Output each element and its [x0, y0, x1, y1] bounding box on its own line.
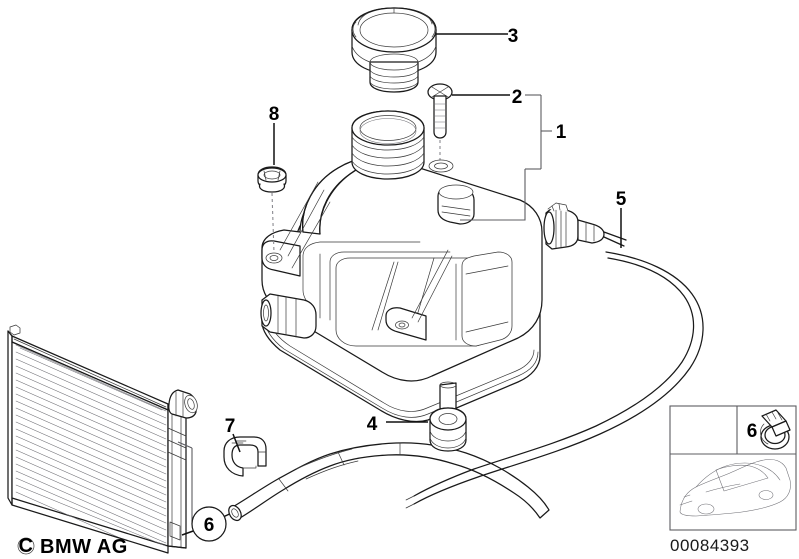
callout-label-1: 1: [556, 122, 567, 143]
callout-numbers: 3 2 1 8 5 7 4 6: [191, 26, 627, 542]
radiator: [7, 324, 198, 554]
callout-label-7: 7: [225, 416, 236, 437]
expansion-tank: [260, 155, 543, 423]
hose-clamp-detail-icon: [760, 409, 791, 450]
callout-label-4: 4: [367, 414, 378, 435]
retaining-clip: [223, 436, 267, 477]
part-number-label: 00084393: [670, 536, 750, 555]
coolant-hose: [228, 442, 550, 522]
copyright-c-glyph: C: [19, 535, 34, 557]
vehicle-silhouette: [679, 459, 791, 517]
inset-panel: 6: [669, 405, 797, 531]
tank-outlet-spigot: [260, 293, 317, 339]
filler-neck: [351, 110, 425, 180]
callout-label-8: 8: [269, 104, 280, 125]
rubber-mount-grommet: [429, 407, 467, 452]
footer: C BMW AG 00084393: [17, 535, 750, 558]
slotted-screw: [427, 83, 454, 173]
expansion-tank-cap: [351, 7, 437, 93]
callout-label-5: 5: [616, 189, 627, 210]
sensor-wire: [405, 251, 704, 509]
callout-circle-6: [191, 506, 227, 542]
callout-label-3: 3: [508, 26, 519, 47]
callout-leaders: [232, 33, 622, 453]
coolant-level-sensor: [543, 202, 627, 250]
brand-label: BMW AG: [40, 536, 128, 558]
flange-nut: [257, 166, 287, 254]
callout-label-6: 6: [204, 515, 215, 536]
callout-label-2: 2: [512, 87, 523, 108]
sensor-boss: [437, 184, 475, 225]
inset-clamp-label: 6: [747, 421, 758, 442]
